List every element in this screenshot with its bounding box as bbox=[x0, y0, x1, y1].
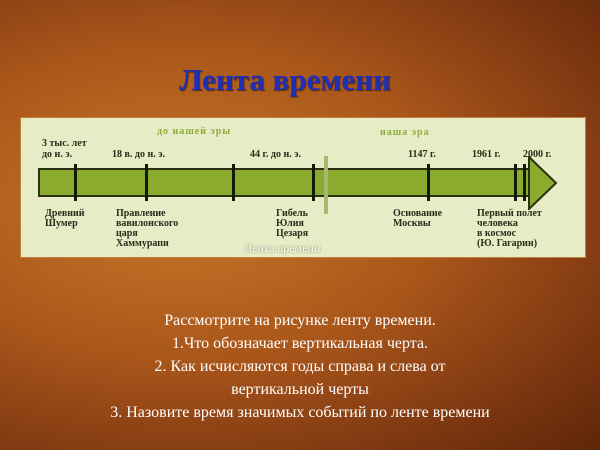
overlay-caption: Лента времени bbox=[244, 241, 321, 255]
slide-title: Лента времени bbox=[179, 62, 391, 97]
timeline-tick bbox=[145, 164, 148, 201]
timeline-tick bbox=[232, 164, 235, 201]
date-label: 2000 г. bbox=[523, 149, 552, 160]
date-label: 18 в. до н. э. bbox=[112, 149, 166, 160]
date-label: 44 г. до н. э. bbox=[250, 149, 302, 160]
timeline-arrow-icon bbox=[528, 156, 558, 210]
questions: Рассмотрите на рисунке ленту времени. 1.… bbox=[110, 312, 490, 421]
date-label: 1147 г. bbox=[408, 149, 436, 160]
timeline-tick bbox=[74, 164, 77, 201]
date-label: 1961 г. bbox=[472, 149, 501, 160]
timeline-tick bbox=[312, 164, 315, 201]
date-label: 3 тыс. лет bbox=[42, 138, 87, 149]
era-bc-label: до нашей эры bbox=[157, 126, 232, 137]
timeline-bar bbox=[38, 168, 532, 197]
era-ad-label: наша эра bbox=[380, 127, 430, 138]
timeline-tick bbox=[514, 164, 517, 201]
timeline-tick bbox=[523, 164, 526, 201]
timeline-tick bbox=[427, 164, 430, 201]
date-label: до н. э. bbox=[42, 149, 73, 160]
era-divider-line bbox=[324, 156, 328, 214]
